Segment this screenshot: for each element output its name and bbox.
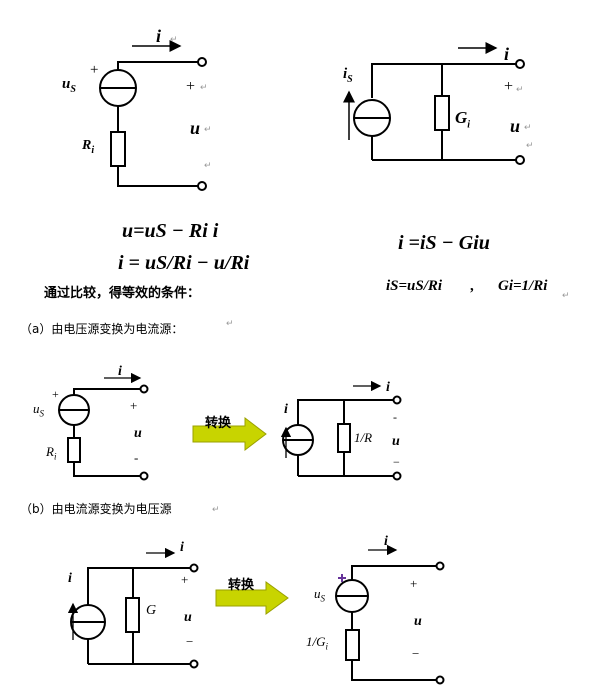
section-b-left-circuit [67, 547, 199, 669]
equation-4a: iS=uS/Ri [386, 278, 443, 294]
tr-source-label: iS [343, 66, 353, 85]
return-mark: ↵ [204, 160, 212, 170]
section-a-convert-arrow [192, 416, 267, 452]
b-right-current: i [384, 534, 388, 549]
b-right-source: uS [314, 586, 325, 604]
return-mark: ↵ [526, 140, 534, 150]
top-right-circuit [343, 42, 525, 165]
equation-1: u=uS − Ri i [122, 220, 219, 242]
resistor-ri [110, 131, 126, 167]
a-left-plus-terminal: + [130, 398, 138, 413]
tl-current-label: i [156, 26, 162, 46]
a-right-conductance: 1/R [354, 430, 373, 445]
section-b-right-circuit [335, 544, 445, 685]
a-left-source: uS [33, 401, 44, 419]
section-b-arrow-label: 转换 [228, 578, 255, 593]
a-right-plus: - [393, 410, 397, 424]
section-a-arrow-label: 转换 [205, 416, 232, 431]
equation-4c: Gi=1/Ri [498, 278, 548, 294]
section-a-title: （a）由电压源变换为电流源： [20, 322, 184, 336]
return-mark: ↵ [212, 504, 220, 514]
b-right-minus: − [412, 646, 420, 661]
a-left-plus: + [52, 387, 59, 401]
tr-voltage-label: u [510, 116, 521, 136]
equation-4b: , [470, 278, 474, 294]
tl-terminal-plus: + [186, 78, 196, 95]
tl-resistor-label: Ri [82, 138, 95, 156]
a-left-current: i [118, 364, 122, 379]
tr-conductance-label: Gi [455, 108, 471, 131]
return-mark: ↵ [516, 84, 524, 94]
section-a-left-circuit [58, 372, 149, 481]
tl-source-plus: + [90, 62, 99, 78]
tl-source-label: uS [62, 76, 76, 95]
equation-2: i = uS/Ri − u/Ri [118, 252, 250, 274]
conductance-gi [434, 95, 450, 131]
return-mark: ↵ [226, 318, 234, 328]
a-left-voltage: u [134, 426, 142, 441]
a-right-source-current: i [284, 402, 288, 417]
section-a-right-circuit [280, 380, 402, 481]
a-right-current: i [386, 380, 390, 395]
compare-text: 通过比较，得等效的条件： [44, 286, 201, 301]
a-right-voltage: u [392, 434, 400, 449]
return-mark: ↵ [170, 34, 178, 44]
b-left-voltage: u [184, 610, 192, 625]
b-right-plus-terminal: + [410, 576, 418, 591]
b-right-resistor: 1/Gi [306, 634, 329, 652]
tl-voltage-label: u [190, 118, 201, 138]
section-b-convert-arrow [215, 581, 289, 615]
return-mark: ↵ [562, 290, 570, 300]
return-mark: ↵ [200, 82, 208, 92]
a-left-resistor: Ri [46, 444, 57, 462]
b-left-source-current: i [68, 571, 72, 586]
equation-3: i =iS − Giu [398, 232, 490, 254]
tr-current-label: i [504, 44, 510, 64]
b-left-current: i [180, 540, 184, 555]
b-right-voltage: u [414, 614, 422, 629]
return-mark: ↵ [524, 122, 532, 132]
b-left-minus: − [186, 634, 194, 649]
tr-terminal-plus: + [504, 78, 514, 95]
section-b-title: （b）由电流源变换为电压源 [20, 502, 172, 516]
b-left-plus: + [181, 572, 189, 587]
a-right-minus: − [393, 455, 400, 469]
return-mark: ↵ [204, 124, 212, 134]
a-left-minus: - [134, 450, 139, 465]
top-left-circuit [99, 40, 207, 191]
b-left-conductance: G [146, 603, 157, 618]
